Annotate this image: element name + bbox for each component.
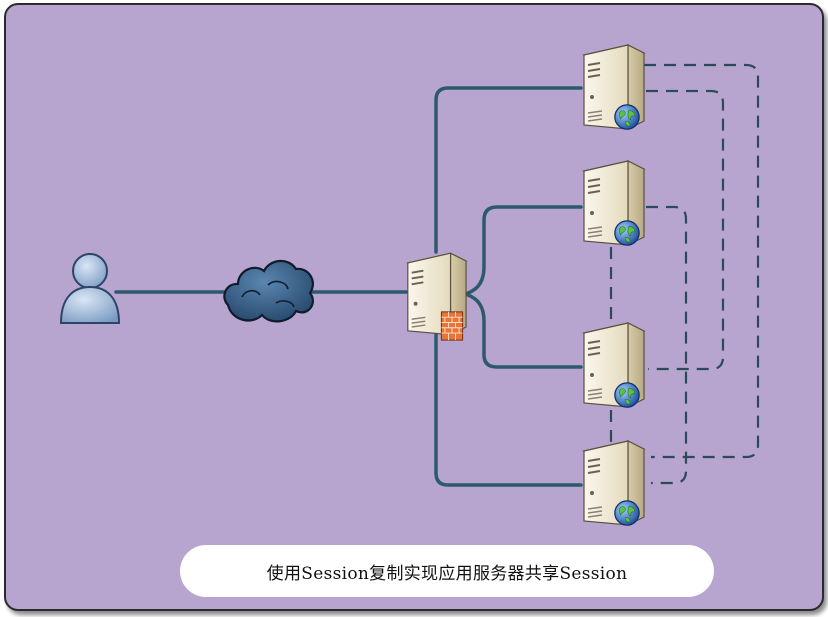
globe-icon xyxy=(614,500,640,526)
load-balancer-server-icon xyxy=(406,252,468,341)
app-server-3-icon xyxy=(583,322,645,408)
app-server-1-icon xyxy=(583,44,645,130)
session-link-1-4 xyxy=(644,63,760,459)
architecture-diagram xyxy=(59,44,760,526)
cloud-icon xyxy=(223,259,314,323)
globe-icon xyxy=(614,104,640,130)
diagram-canvas: 使用Session复制实现应用服务器共享Session xyxy=(4,3,824,611)
link-lb-server3 xyxy=(466,293,583,369)
app-server-4-icon xyxy=(583,440,645,526)
user-icon xyxy=(59,253,121,324)
globe-icon xyxy=(614,382,640,408)
firewall-icon xyxy=(440,311,464,341)
caption-box: 使用Session复制实现应用服务器共享Session xyxy=(180,545,714,597)
link-lb-server1 xyxy=(434,86,583,254)
link-lb-server2 xyxy=(466,205,583,295)
session-link-2-4 xyxy=(646,205,688,485)
globe-icon xyxy=(614,220,640,246)
diagram-caption: 使用Session复制实现应用服务器共享Session xyxy=(266,563,628,584)
link-lb-server4 xyxy=(434,333,583,487)
session-link-1-3 xyxy=(646,89,725,371)
app-server-2-icon xyxy=(583,160,645,246)
